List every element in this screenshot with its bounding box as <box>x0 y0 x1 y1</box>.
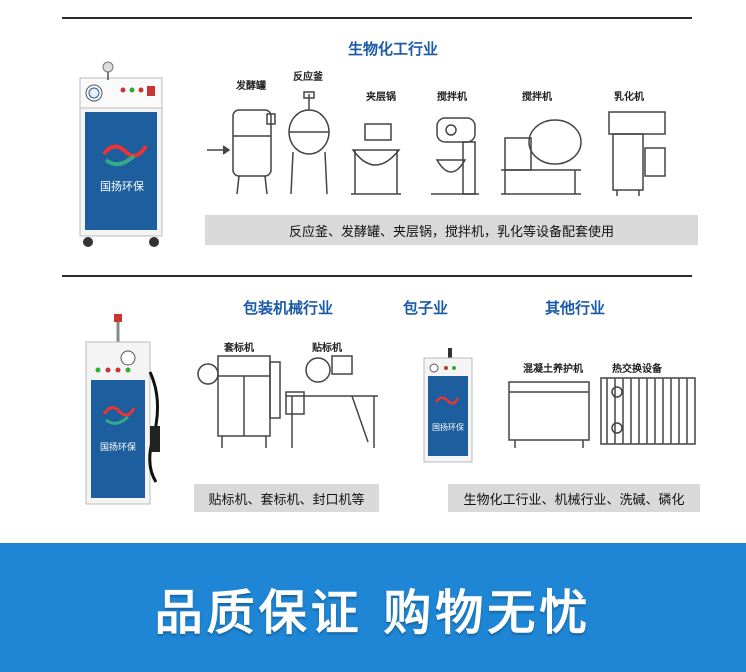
other-label-heat-exchanger: 热交换设备 <box>612 364 662 375</box>
other-label-concrete-curing: 混凝土养护机 <box>523 364 583 375</box>
section1-title: 生物化工行业 <box>348 40 439 58</box>
machine-label-mixer-1: 搅拌机 <box>437 92 467 103</box>
other-caption-bar: 生物化工行业、机械行业、洗碱、磷化 <box>448 484 700 512</box>
banner-text: 品质保证 购物无忧 <box>154 584 592 641</box>
top-divider <box>62 17 692 19</box>
svg-text:国扬环保: 国扬环保 <box>100 441 136 453</box>
middle-divider <box>62 275 692 277</box>
other-machines-illustration <box>508 377 696 448</box>
packaging-caption-bar: 贴标机、套标机、封口机等 <box>194 484 379 512</box>
steam-generator-image-3: 国扬环保 <box>423 348 473 463</box>
section1-caption-bar: 反应釜、发酵罐、夹层锅，搅拌机，乳化等设备配套使用 <box>205 215 698 245</box>
steam-generator-image-2: 国扬环保 <box>85 314 160 505</box>
machine-illustrations-row1 <box>207 91 666 196</box>
other-industries-title: 其他行业 <box>545 299 606 317</box>
packaging-machines-illustration <box>197 355 378 448</box>
machine-label-jacketed-kettle: 夹层锅 <box>366 92 396 103</box>
machine-label-mixer-2: 搅拌机 <box>522 92 552 103</box>
packaging-label-labeler: 贴标机 <box>312 343 342 354</box>
food-title: 包子业 <box>403 299 449 317</box>
packaging-label-sleeve: 套标机 <box>224 343 254 354</box>
machine-label-emulsifier: 乳化机 <box>614 92 644 103</box>
guarantee-banner: 品质保证 购物无忧 <box>0 543 746 672</box>
machine-label-reactor: 反应釜 <box>293 72 323 83</box>
svg-text:国扬环保: 国扬环保 <box>100 179 144 193</box>
packaging-title: 包装机械行业 <box>243 299 334 317</box>
machine-label-fermenter: 发酵罐 <box>236 81 266 92</box>
steam-generator-image-1: 国扬环保 <box>79 61 163 247</box>
svg-text:国扬环保: 国扬环保 <box>432 422 464 432</box>
